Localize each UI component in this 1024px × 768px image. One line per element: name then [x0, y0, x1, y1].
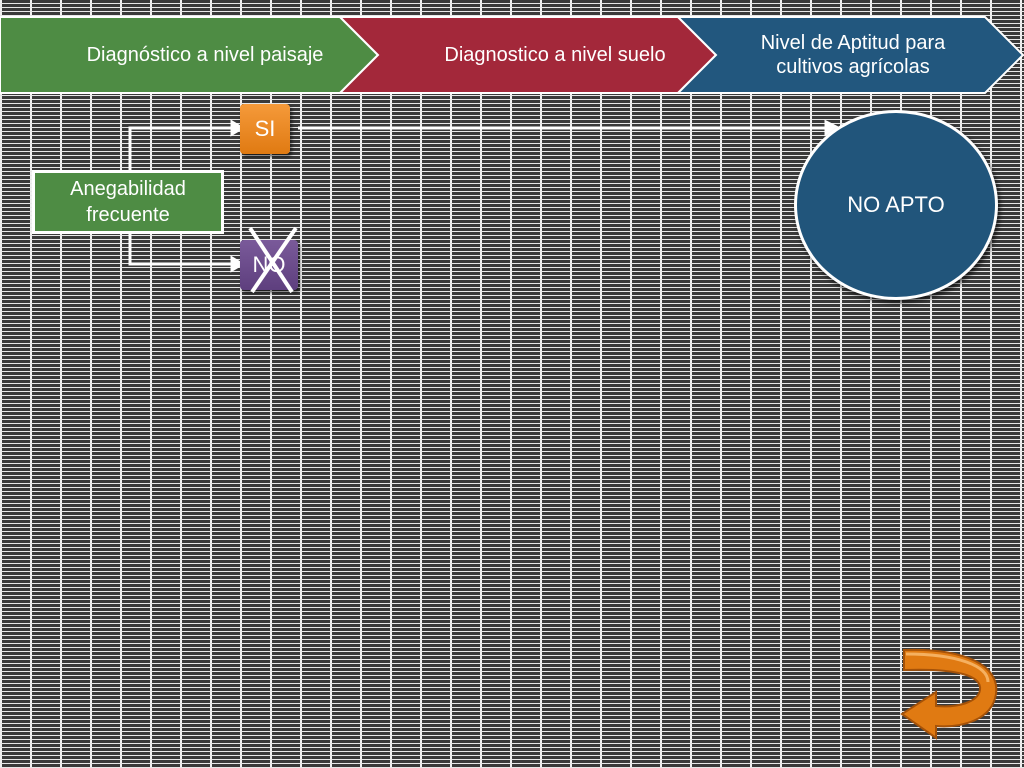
step-3-label: Nivel de Aptitud para cultivos agrícolas [760, 32, 946, 78]
yes-node: SI [240, 104, 290, 154]
step-2-label: Diagnostico a nivel suelo [444, 44, 666, 66]
chevron-shapes [0, 16, 1024, 94]
chevron-step-3 [675, 16, 1024, 94]
result-node: NO APTO [794, 110, 998, 300]
connector-to-no [128, 234, 232, 266]
u-turn-return-arrow-icon[interactable] [896, 644, 1006, 744]
process-header: Diagnóstico a nivel paisaje Diagnostico … [0, 16, 1024, 94]
step-1-label: Diagnóstico a nivel paisaje [86, 44, 324, 66]
cross-out-icon [248, 226, 298, 294]
arrowhead-no [230, 255, 245, 273]
connector-to-si [128, 126, 232, 170]
question-node: Anegabilidad frecuente [32, 170, 224, 234]
arrowhead-si [230, 119, 245, 137]
